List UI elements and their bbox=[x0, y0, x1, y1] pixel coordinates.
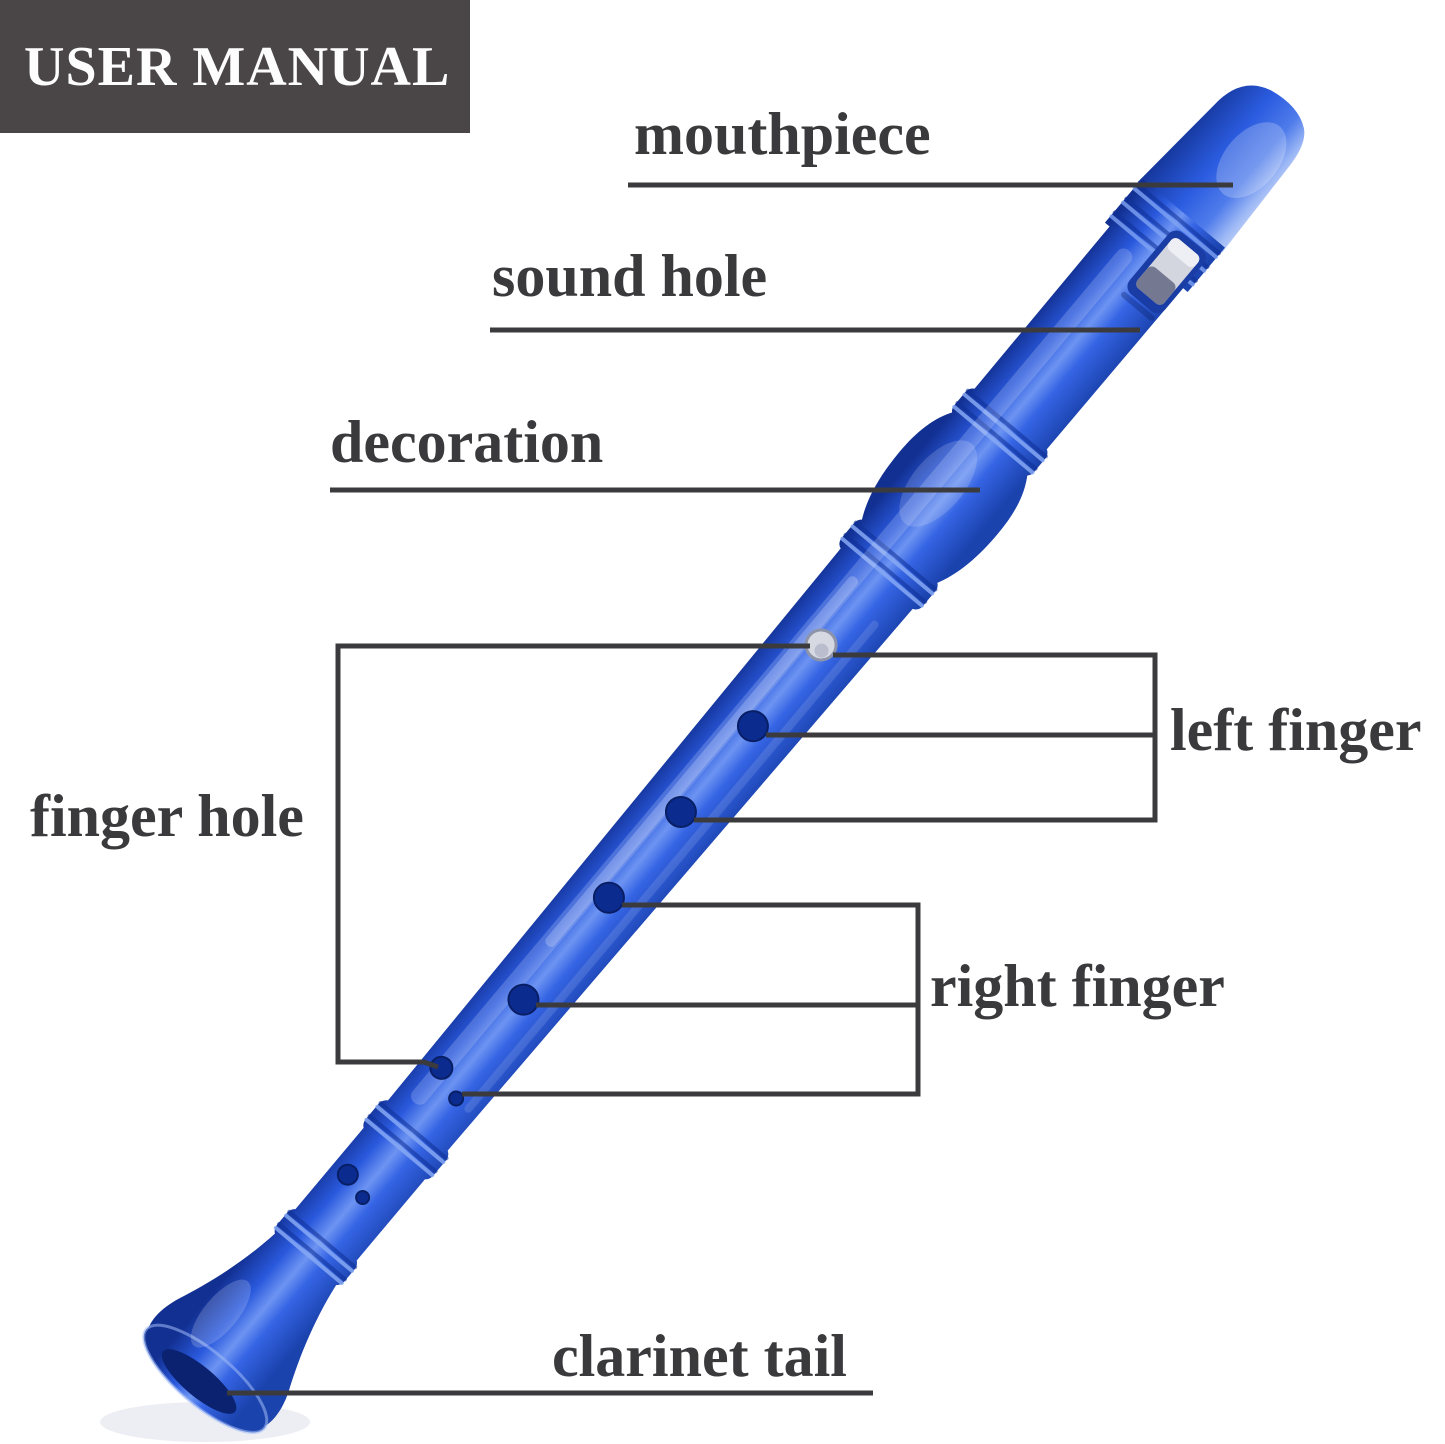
label-mouthpiece: mouthpiece bbox=[634, 101, 931, 167]
bell-bead bbox=[274, 1209, 358, 1286]
bead-ridge bbox=[952, 404, 1035, 475]
bead-ridge bbox=[284, 1213, 354, 1273]
decoration-joint-bulge bbox=[861, 411, 1028, 584]
lower-joint-bead bbox=[839, 519, 938, 610]
label-left-finger: left finger bbox=[1170, 697, 1422, 763]
bead-groove bbox=[367, 1114, 438, 1174]
window-labium-shadow bbox=[1136, 266, 1176, 305]
bead-groove bbox=[378, 1100, 449, 1161]
label-finger-hole: finger hole bbox=[30, 783, 304, 849]
recorder-illustration bbox=[142, 85, 1305, 1434]
finger-hole-7a bbox=[336, 1163, 359, 1186]
finger-hole-7b bbox=[355, 1190, 371, 1206]
finger-hole-1-inner bbox=[814, 643, 829, 658]
right-finger-bracket bbox=[462, 902, 921, 1097]
bead-ridge bbox=[840, 536, 924, 608]
bead-ridge bbox=[364, 1117, 435, 1178]
upper-joint-bead bbox=[952, 388, 1048, 476]
page-title: USER MANUAL bbox=[0, 0, 470, 133]
bulge-sheen bbox=[899, 440, 978, 527]
label-clarinet-tail: clarinet tail bbox=[552, 1323, 847, 1389]
bead-groove bbox=[287, 1209, 358, 1270]
bell-tail bbox=[147, 1233, 337, 1428]
bead-ridge bbox=[962, 392, 1045, 463]
beak-sheen bbox=[1216, 122, 1287, 199]
bead-groove bbox=[965, 388, 1048, 459]
bead-groove bbox=[277, 1222, 347, 1282]
bead-groove bbox=[853, 520, 938, 592]
bead-groove bbox=[843, 532, 928, 604]
finger-hole-3 bbox=[664, 795, 697, 828]
bead-ridge bbox=[273, 1225, 344, 1286]
label-right-finger: right finger bbox=[930, 953, 1225, 1019]
finger-hole-6a bbox=[429, 1055, 454, 1080]
leader-lines bbox=[227, 182, 1233, 1396]
window-glint bbox=[1167, 238, 1200, 268]
foot-joint-bead bbox=[363, 1100, 449, 1180]
bead-ridge bbox=[850, 524, 935, 596]
bell-rim-highlight bbox=[142, 1323, 269, 1434]
label-decoration: decoration bbox=[330, 409, 604, 475]
finger-hole-bracket bbox=[335, 643, 810, 1070]
bell-opening bbox=[161, 1349, 237, 1414]
finger-hole-4 bbox=[592, 881, 625, 914]
collar-ridge bbox=[1132, 186, 1218, 259]
gloss-streak bbox=[545, 576, 859, 947]
label-sound-hole: sound hole bbox=[492, 243, 768, 309]
gloss-streak bbox=[411, 248, 1133, 1105]
finger-hole-6b bbox=[448, 1090, 465, 1107]
bead-ridge bbox=[375, 1104, 446, 1165]
gloss-streak bbox=[464, 620, 879, 1113]
finger-holes bbox=[429, 628, 838, 1107]
finger-hole-2 bbox=[736, 710, 769, 743]
left-finger-bracket bbox=[694, 652, 1158, 823]
finger-hole-5 bbox=[507, 983, 540, 1016]
head-tube bbox=[953, 224, 1185, 475]
collar-groove bbox=[1135, 182, 1222, 256]
bell-sheen bbox=[190, 1279, 251, 1348]
bead-groove bbox=[955, 401, 1038, 471]
labium-edge bbox=[1121, 291, 1155, 321]
sound-hole-window bbox=[1121, 230, 1206, 321]
